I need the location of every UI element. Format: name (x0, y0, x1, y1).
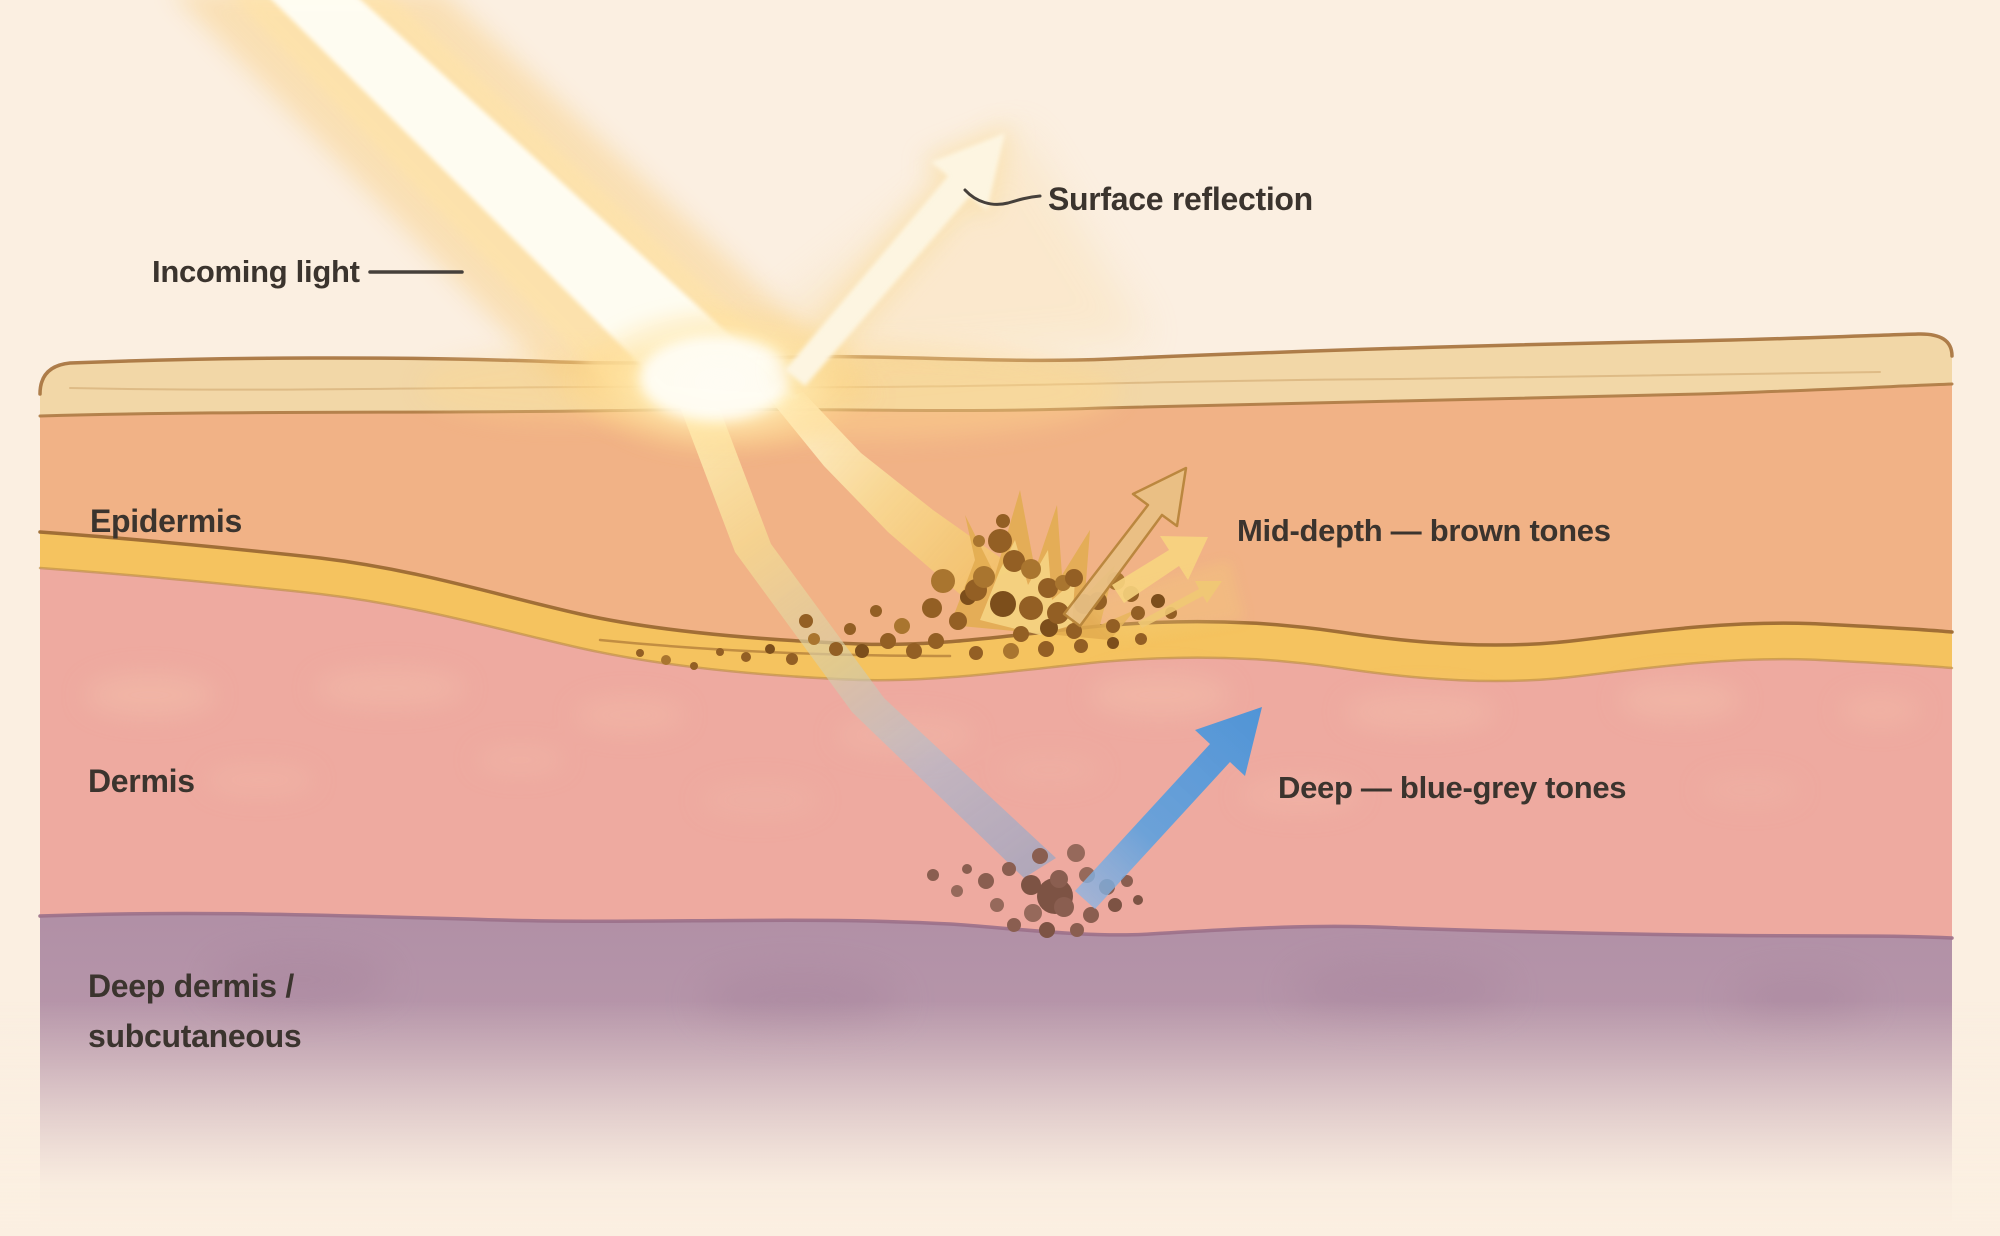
deep-scatter-dots (927, 844, 1143, 938)
bottom-fade (0, 1000, 2000, 1236)
label-deep-blue-grey-tones: Deep — blue-grey tones (1278, 770, 1627, 805)
label-dermis: Dermis (88, 763, 195, 799)
label-deep-dermis-line2: subcutaneous (88, 1018, 302, 1054)
leader-lines (368, 188, 1042, 274)
refracted-beam-mid (772, 392, 1015, 596)
mid-depth-arrows (1062, 466, 1222, 628)
epidermis-layer (40, 384, 1952, 646)
gold-arrow-medium (1112, 536, 1208, 603)
label-incoming-light: Incoming light (152, 254, 360, 289)
impact-glow (420, 128, 1150, 462)
gold-arrow-small (1138, 581, 1222, 628)
incoming-light-beam (179, 0, 880, 400)
surface-reflection-arrow (778, 126, 1012, 393)
surface-reflection-leader-curve (963, 188, 1042, 206)
label-epidermis: Epidermis (90, 503, 243, 539)
gold-arrow-large (1062, 466, 1188, 628)
label-deep-dermis-subcutaneous: Deep dermis / subcutaneous (88, 961, 302, 1061)
label-mid-depth-brown-tones: Mid-depth — brown tones (1237, 513, 1611, 548)
label-surface-reflection: Surface reflection (1048, 181, 1313, 217)
junction-band-layer (40, 532, 1952, 682)
dermis-layer (40, 568, 1952, 938)
dermis-texture (85, 668, 1920, 818)
label-deep-dermis-line1: Deep dermis / (88, 968, 294, 1004)
mid-depth-dots (636, 514, 1177, 670)
blue-deep-arrow (1075, 707, 1262, 909)
